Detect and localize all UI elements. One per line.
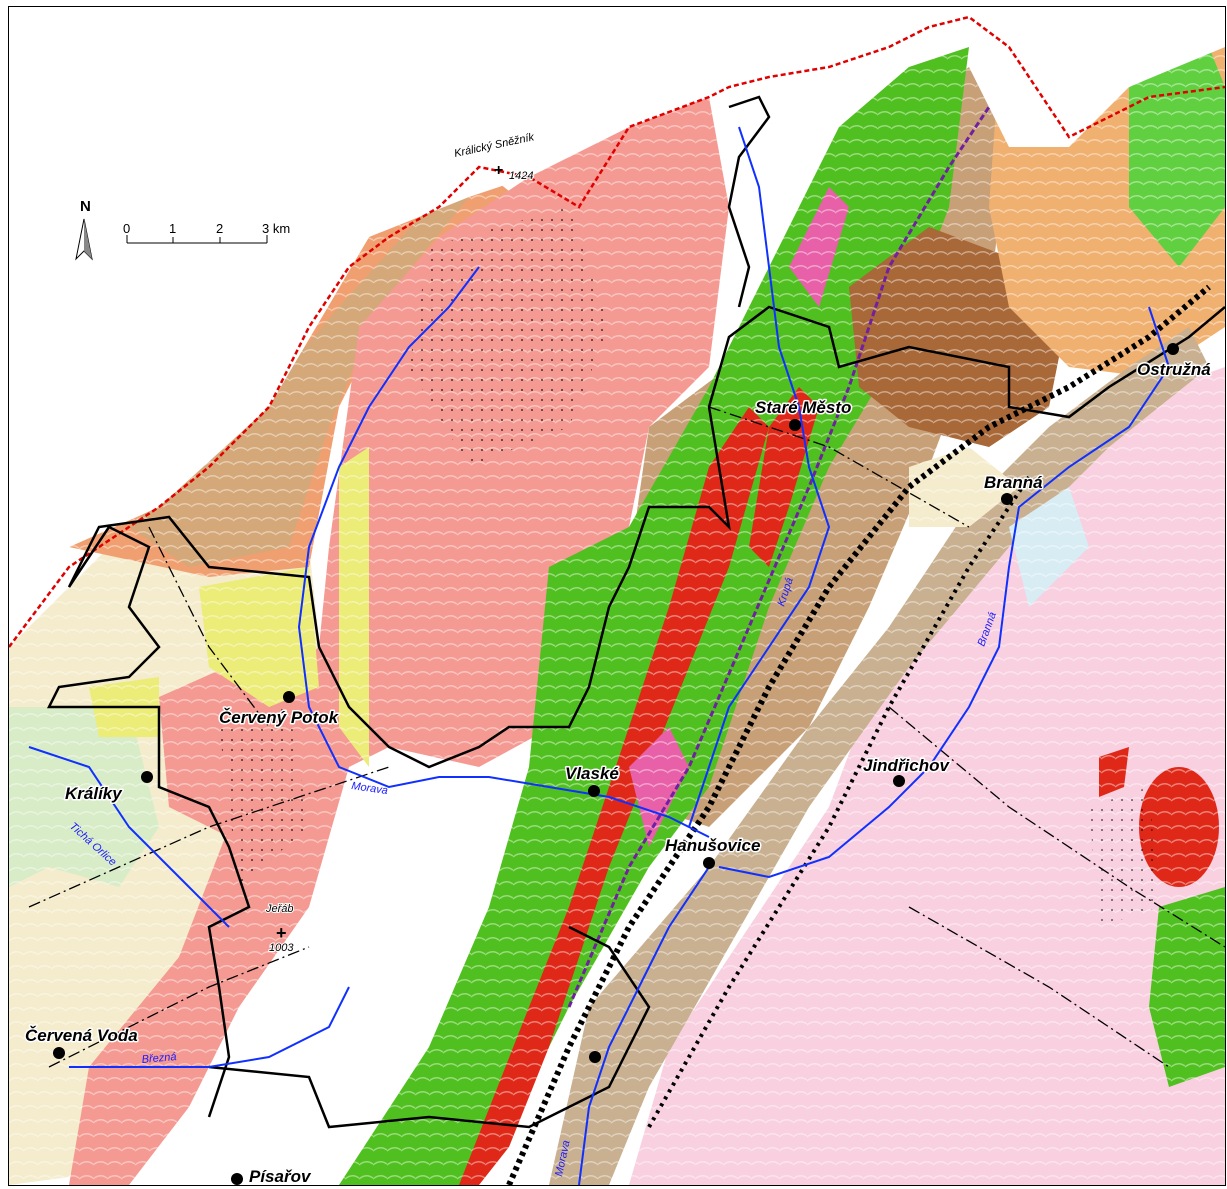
river-ticha-orlice (28, 746, 230, 928)
secondary-fault-line (647, 475, 1031, 1128)
town-dot-cervena-voda (53, 1047, 65, 1059)
scale-tick-3: 3 km (262, 221, 290, 236)
river-branna (718, 306, 1171, 879)
district-boundaries (46, 95, 1225, 1129)
geological-map: N 0 1 2 3 km Králický Sněžník + 1424 Jeř… (8, 6, 1226, 1186)
town-markers: Staré Město Ostružná Branná Červený Poto… (24, 343, 1212, 1185)
river-label-brezna: Březná (141, 1051, 177, 1066)
town-dot-ostruzna (1167, 343, 1179, 355)
purple-boundary (567, 106, 991, 1008)
north-arrow-label: N (80, 198, 91, 215)
river-brezna (69, 986, 350, 1068)
river-morava (297, 266, 710, 838)
river-krupa (688, 126, 831, 828)
town-label-kraliky: Králíky (65, 784, 123, 803)
dash-dot-faults (28, 406, 1225, 1068)
scale-tick-2: 2 (216, 221, 223, 236)
town-dot-cerveny-potok (283, 691, 295, 703)
town-dot-vlaske (588, 785, 600, 797)
peak-elevation: 1424 (509, 170, 533, 182)
town-label-hanusovice: Hanušovice (665, 836, 760, 855)
state-border (9, 15, 1225, 648)
town-dot-stare-mesto (789, 419, 801, 431)
town-label-ostruzna: Ostružná (1137, 360, 1211, 379)
valley-texture (9, 7, 1225, 1185)
town-dot-pisarov (231, 1173, 243, 1185)
town-label-vlaske: Vlaské (565, 764, 619, 783)
peak-cross-icon: + (494, 162, 503, 179)
town-label-stare-mesto: Staré Město (755, 398, 851, 417)
town-dot-kraliky (141, 771, 153, 783)
town-label-jindrichov: Jindřichov (863, 756, 951, 775)
geology-units (9, 7, 1225, 1185)
river-morava-south (578, 866, 710, 1185)
north-arrow: N (75, 198, 93, 261)
town-dot-branna (1001, 493, 1013, 505)
town-dot-unnamed (589, 1051, 601, 1063)
scale-tick-0: 0 (123, 221, 130, 236)
scale-tick-1: 1 (169, 221, 176, 236)
dotted-area-2 (219, 707, 309, 887)
peak-elevation: 1003 (269, 942, 294, 954)
dotted-area-1 (409, 207, 609, 467)
town-label-cerveny-potok: Červený Potok (219, 708, 340, 727)
rivers (28, 126, 1171, 1185)
town-dot-jindrichov (893, 775, 905, 787)
map-canvas: N 0 1 2 3 km Králický Sněžník + 1424 Jeř… (9, 7, 1225, 1185)
town-dot-hanusovice (703, 857, 715, 869)
town-label-cervena-voda: Červená Voda (25, 1026, 138, 1045)
peak-jerab: Jeřáb + 1003 (264, 902, 295, 955)
scale-bar: 0 1 2 3 km (123, 221, 290, 244)
river-label-morava: Morava (351, 780, 389, 797)
town-label-branna: Branná (984, 473, 1043, 492)
town-label-pisarov: Písařov (249, 1167, 312, 1185)
peak-name: Jeřáb (265, 903, 294, 915)
peak-cross-icon: + (276, 923, 287, 943)
dotted-area-3 (1089, 787, 1159, 927)
